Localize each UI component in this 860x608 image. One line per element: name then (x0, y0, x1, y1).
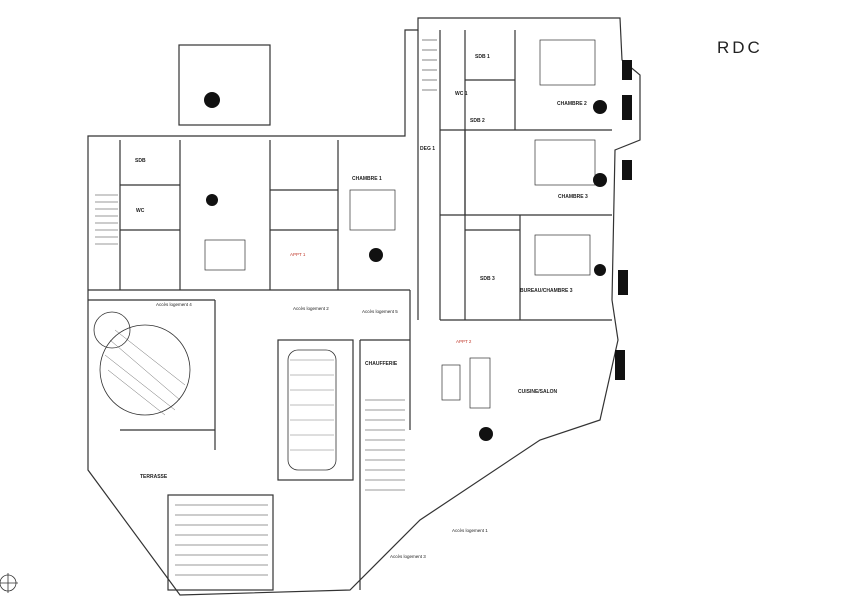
room-label-terrasse: TERRASSE (140, 474, 168, 480)
tree (99, 324, 191, 416)
compass-icon (0, 573, 18, 593)
room-badge (204, 92, 220, 108)
room-label-sdb: SDB (135, 158, 146, 164)
apartment-label-1: APPT 1 (290, 252, 306, 257)
room-label-bureau: BUREAU/CHAMBRE 3 (520, 288, 573, 294)
tree (93, 311, 131, 349)
annex-room (178, 44, 271, 126)
room-badge (369, 248, 383, 262)
room-badge (593, 173, 607, 187)
room-badge (593, 100, 607, 114)
room-label-sdb3: SDB 3 (480, 276, 495, 282)
access-label-5: Accès logement 5 (362, 309, 398, 314)
room-label-wc: WC (136, 208, 145, 214)
bed (349, 189, 396, 231)
sofa (469, 357, 491, 409)
room-badge (594, 264, 606, 276)
room-badge (206, 194, 218, 206)
sofa (441, 364, 461, 401)
bed (534, 234, 591, 276)
room-label-cuisine: CUISINE/SALON (518, 389, 558, 395)
car-outline (287, 349, 337, 471)
access-label-3: Accès logement 3 (390, 554, 426, 559)
access-label-2: Accès logement 2 (293, 306, 329, 311)
floor-title: RDC (717, 38, 763, 57)
room-label-deg1: DEG 1 (420, 146, 435, 152)
bed (539, 39, 596, 86)
access-label-4: Accès logement 4 (156, 302, 192, 307)
bed (534, 139, 596, 186)
room-badge (479, 427, 493, 441)
room-label-chambre3: CHAMBRE 3 (558, 194, 588, 200)
room-label-sdb1: SDB 1 (475, 54, 490, 60)
table (204, 239, 246, 271)
apartment-label-2: APPT 2 (456, 339, 472, 344)
room-label-chambre1: CHAMBRE 1 (352, 176, 382, 182)
room-label-sdb2: SDB 2 (470, 118, 485, 124)
access-label-1: Accès logement 1 (452, 528, 488, 533)
room-label-wc1: WC 1 (455, 91, 468, 97)
room-label-chaufferie: CHAUFFERIE (365, 361, 398, 367)
room-label-chambre2: CHAMBRE 2 (557, 101, 587, 107)
